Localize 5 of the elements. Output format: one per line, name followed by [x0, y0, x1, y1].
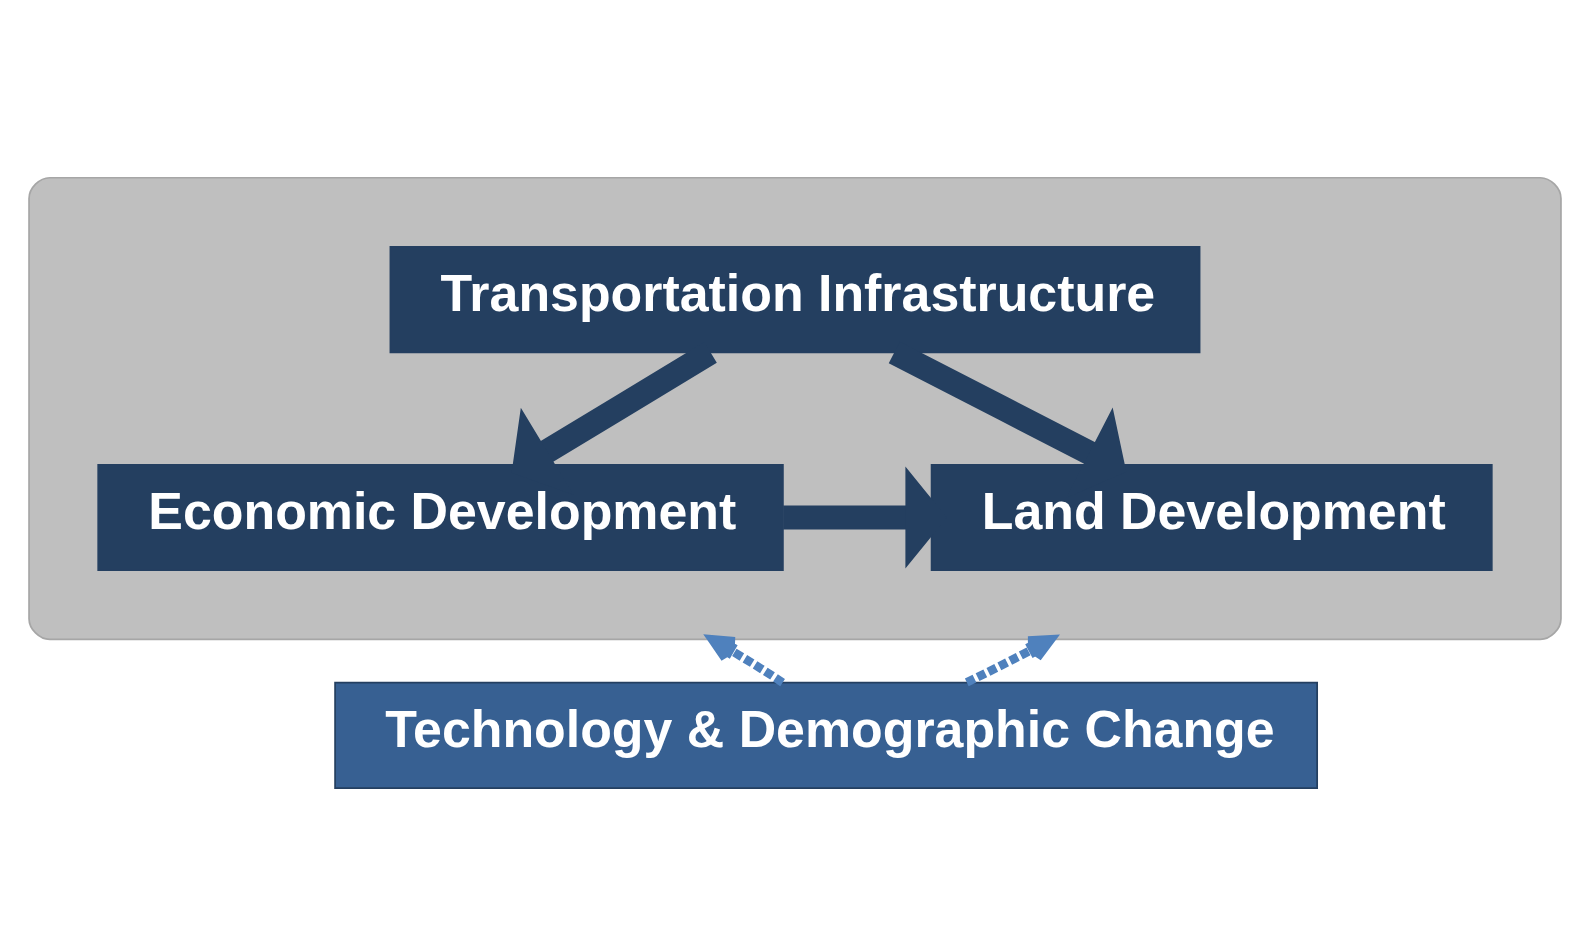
node-box: Economic Development [97, 463, 784, 572]
node-box: Technology & Demographic Change [334, 681, 1319, 789]
node-box: Transportation Infrastructure [389, 246, 1201, 354]
node-box: Land Development [930, 463, 1493, 572]
cluster [28, 176, 1562, 641]
